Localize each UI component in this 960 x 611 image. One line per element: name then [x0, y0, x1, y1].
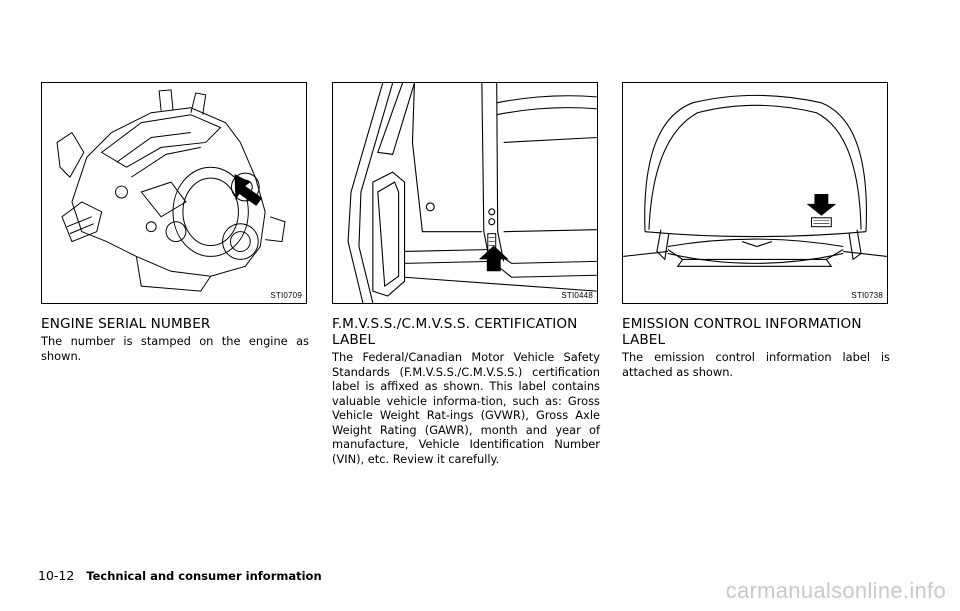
section-body: The Federal/Canadian Motor Vehicle Safet… [332, 350, 600, 466]
hood-illustration: STI0738 [622, 82, 888, 304]
certification-column: STI0448 F.M.V.S.S./C.M.V.S.S. CERTIFICAT… [332, 82, 600, 466]
hood-drawing [623, 94, 887, 267]
engine-illustration: STI0709 [41, 82, 307, 304]
figure-code: STI0738 [851, 291, 883, 300]
section-title: EMISSION CONTROL INFORMATION LABEL [622, 316, 862, 348]
engine-drawing [56, 89, 286, 292]
door-drawing [347, 83, 597, 303]
section-body: The number is stamped on the engine as s… [41, 334, 309, 363]
engine-serial-column: STI0709 ENGINE SERIAL NUMBER The number … [41, 82, 309, 363]
page-footer: 10-12 Technical and consumer information [38, 568, 322, 583]
figure-code: STI0709 [270, 291, 302, 300]
emission-column: STI0738 EMISSION CONTROL INFORMATION LAB… [622, 82, 890, 379]
door-illustration: STI0448 [332, 82, 598, 304]
figure-code: STI0448 [561, 291, 593, 300]
page-number: 10-12 [38, 568, 75, 583]
chapter-title: Technical and consumer information [86, 569, 322, 583]
section-body: The emission control information label i… [622, 350, 890, 379]
section-title: F.M.V.S.S./C.M.V.S.S. CERTIFICATION LABE… [332, 316, 578, 348]
section-title: ENGINE SERIAL NUMBER [41, 316, 211, 332]
site-watermark: carmanualsonline.info [725, 578, 946, 603]
